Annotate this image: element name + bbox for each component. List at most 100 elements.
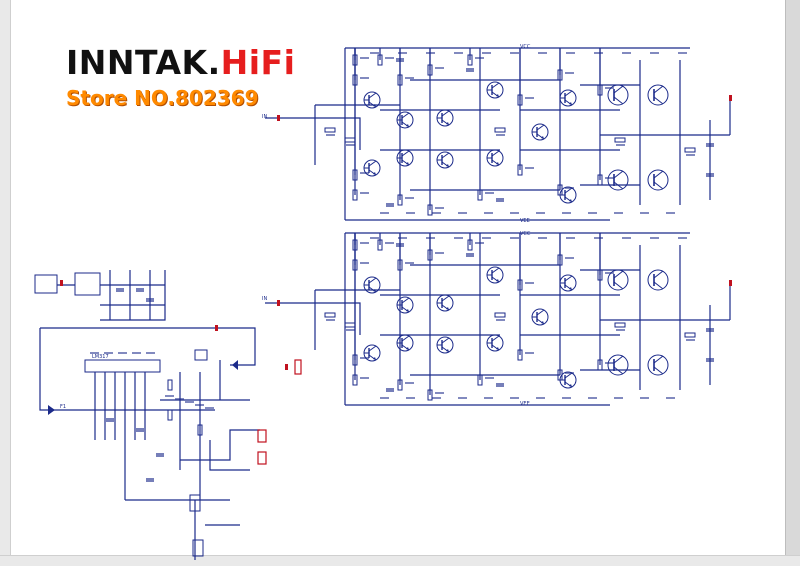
transistor-arrow — [496, 94, 499, 97]
regulator-label: LM317 — [92, 354, 109, 360]
transistor-collector — [613, 270, 624, 279]
output-relay — [189, 494, 201, 512]
transistor-collector — [564, 90, 573, 97]
label-mark — [565, 257, 574, 259]
wire — [330, 302, 361, 335]
label-mark — [458, 212, 467, 214]
label-mark — [614, 212, 623, 214]
regulator-ic — [84, 359, 161, 373]
transistor-arrow — [373, 104, 376, 107]
label-mark — [360, 57, 369, 59]
label-mark — [406, 397, 415, 399]
label-mark — [622, 237, 631, 239]
transistor-arrow — [446, 122, 449, 125]
transistor-arrow — [496, 162, 499, 165]
transistor-collector — [653, 85, 664, 94]
label-mark — [435, 392, 444, 394]
label-mark — [678, 52, 687, 54]
transistor-collector — [368, 345, 377, 352]
label-mark — [605, 177, 614, 179]
label-mark — [360, 77, 369, 79]
transistor-arrow — [496, 279, 499, 282]
transistor-collector — [368, 92, 377, 99]
transistor-arrow — [406, 309, 409, 312]
resistor — [324, 312, 336, 318]
label-mark — [454, 52, 463, 54]
transistor-arrow — [373, 357, 376, 360]
label-mark — [484, 212, 493, 214]
label-mark — [640, 397, 649, 399]
label-mark — [562, 397, 571, 399]
resistor — [467, 239, 473, 251]
transistor-collector — [401, 112, 410, 119]
pnp-transistor — [396, 149, 414, 167]
label-mark — [195, 404, 204, 406]
transistor-emitter — [653, 281, 664, 290]
transistor-arrow — [541, 321, 544, 324]
label-mark — [650, 237, 659, 239]
label-mark — [594, 237, 603, 239]
label-mark — [510, 237, 519, 239]
relay-coil — [192, 539, 204, 557]
transistor-collector — [441, 337, 450, 344]
label-mark — [360, 357, 369, 359]
power-transistor — [607, 354, 629, 376]
power-transistor — [647, 169, 669, 191]
input-connector — [34, 274, 58, 294]
label-mark — [565, 187, 574, 189]
resistor — [494, 127, 506, 133]
upper-rail-neg-label: VEE — [520, 218, 530, 224]
transistor-arrow — [446, 349, 449, 352]
label-mark — [525, 167, 534, 169]
connector — [257, 429, 267, 443]
label-mark — [605, 362, 614, 364]
label-mark — [496, 134, 505, 136]
resistor — [352, 239, 358, 251]
pnp-transistor — [396, 334, 414, 352]
resistor — [427, 204, 433, 216]
label-mark — [432, 397, 441, 399]
resistor — [352, 259, 358, 271]
resistor — [352, 374, 358, 386]
connector-mark — [729, 95, 732, 101]
label-mark — [175, 398, 184, 400]
label-mark — [458, 397, 467, 399]
sheet-frame-left — [0, 0, 11, 566]
label-mark — [510, 397, 519, 399]
label-mark — [475, 57, 484, 59]
transistor-arrow — [373, 289, 376, 292]
pnp-transistor — [486, 149, 504, 167]
label-mark — [686, 339, 695, 341]
label-mark — [588, 397, 597, 399]
lower-rail-neg-label: VEE — [520, 401, 530, 407]
lower-input-label: IN — [262, 296, 267, 302]
label-mark — [475, 242, 484, 244]
sheet-frame-right — [785, 0, 800, 566]
power-transistor — [607, 84, 629, 106]
npn-transistor — [363, 91, 381, 109]
label-mark — [678, 237, 687, 239]
label-mark — [510, 52, 519, 54]
transistor-arrow — [446, 164, 449, 167]
resistor — [557, 254, 563, 266]
npn-transistor — [531, 308, 549, 326]
resistor — [517, 94, 523, 106]
transistor-body — [607, 84, 629, 106]
label-mark — [640, 212, 649, 214]
npn-transistor — [486, 266, 504, 284]
label-mark — [622, 52, 631, 54]
label-mark — [562, 212, 571, 214]
diode — [48, 405, 55, 415]
transistor-body — [607, 269, 629, 291]
wire — [330, 117, 361, 150]
resistor — [517, 349, 523, 361]
connector-mark — [285, 364, 288, 370]
transistor-body — [647, 169, 669, 191]
resistor — [397, 379, 403, 391]
label-mark — [104, 352, 113, 354]
resistor — [557, 69, 563, 81]
connector — [294, 359, 302, 375]
resistor — [427, 64, 433, 76]
label-mark — [185, 401, 194, 403]
label-mark — [538, 52, 547, 54]
